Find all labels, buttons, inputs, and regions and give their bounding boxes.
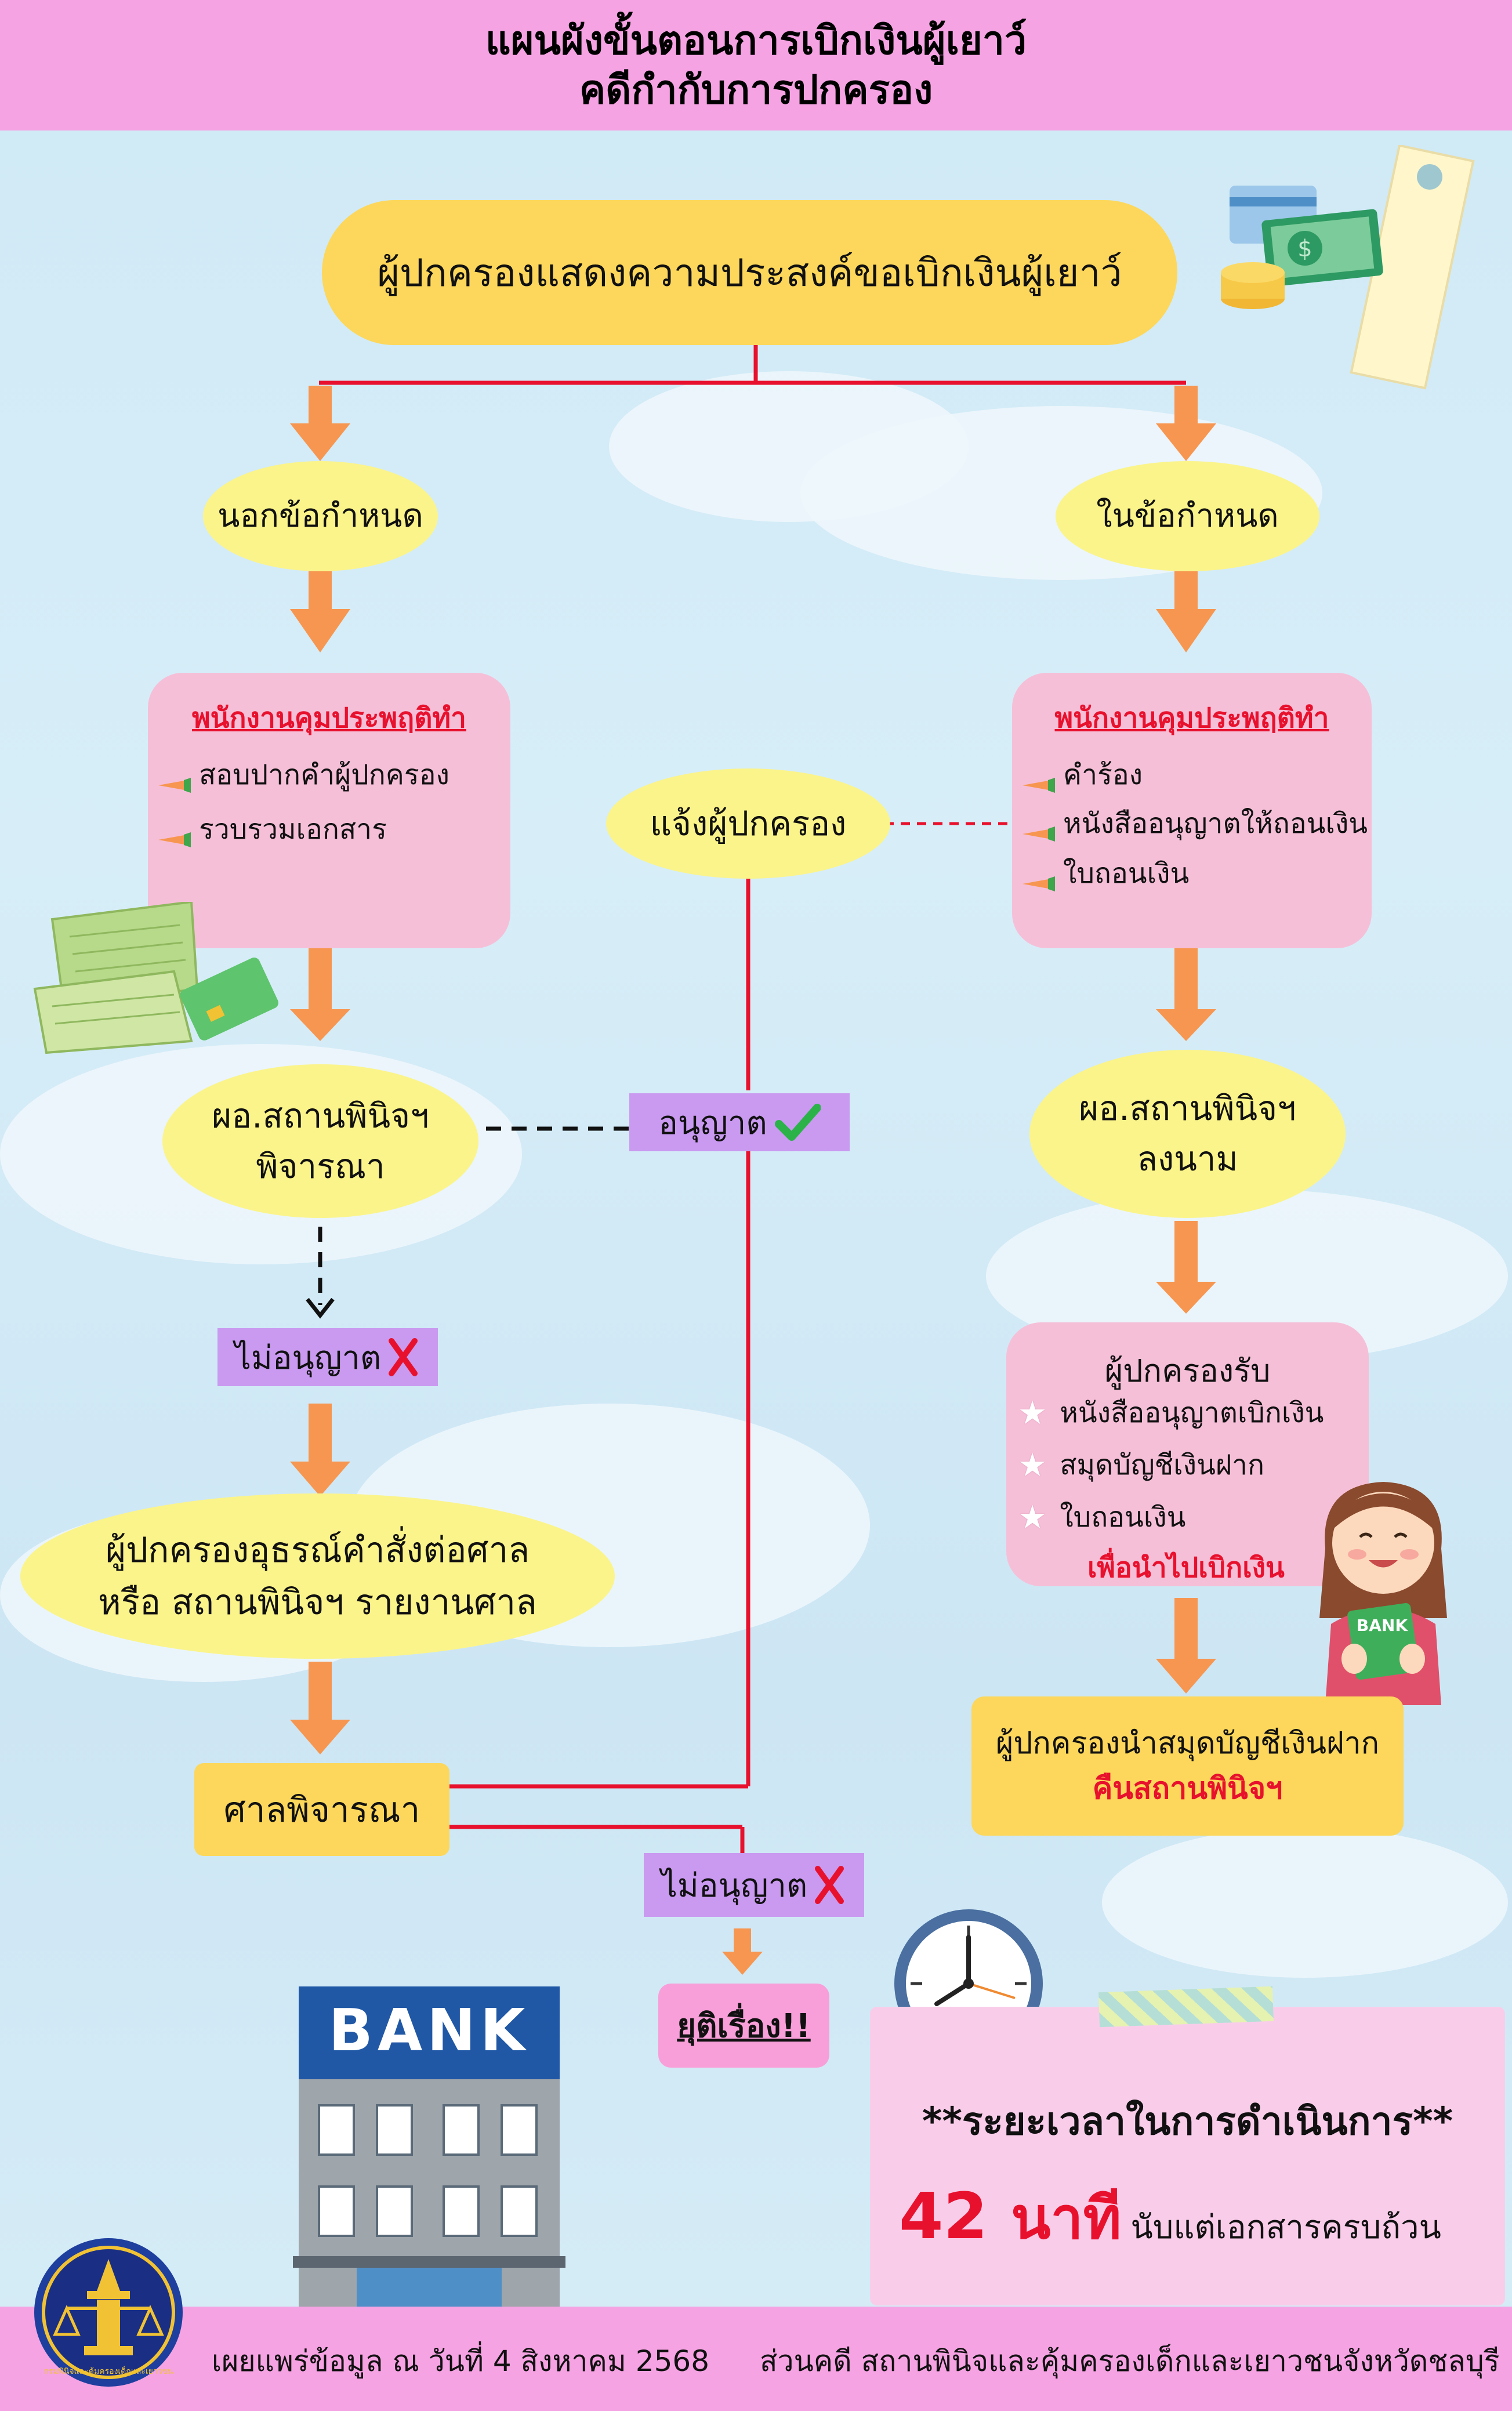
star-icon: ★ [1018, 1394, 1047, 1432]
passbook-illustration [33, 902, 278, 1054]
allowed-tag: อนุญาต [629, 1093, 850, 1151]
return-line2: คืนสถานพินิจฯ [1092, 1771, 1283, 1806]
right-officer-heading: พนักงานคุมประพฤติทำ [1054, 702, 1329, 734]
carrot-icon [1018, 767, 1055, 793]
svg-text:$: $ [1297, 235, 1312, 262]
list-item: ★ สมุดบัญชีเงินฝาก [1018, 1443, 1264, 1487]
petition-node: ผู้ปกครองอุธรณ์คำสั่งต่อศาล หรือ สถานพิน… [20, 1493, 615, 1659]
carrot-icon [154, 822, 191, 847]
list-item-label: ใบถอนเงิน [1060, 1501, 1186, 1533]
start-node: ผู้ปกครองแสดงความประสงค์ขอเบิกเงินผู้เยา… [322, 200, 1177, 345]
receive-note: เพื่อนำไปเบิกเงิน [1087, 1551, 1285, 1584]
court-not-allowed-tag: ไม่อนุญาต [644, 1853, 864, 1917]
list-item: คำร้อง [1018, 753, 1143, 797]
list-item: ใบถอนเงิน [1018, 851, 1189, 895]
page-title: แผนผังขั้นตอนการเบิกเงินผู้เยาว์ [485, 17, 1027, 64]
footer-published: เผยแพร่ข้อมูล ณ วันที่ 4 สิงหาคม 2568 [212, 2344, 710, 2378]
right-director-line2: ลงนาม [1137, 1139, 1238, 1179]
list-item: รวบรวมเอกสาร [154, 807, 387, 851]
list-item: หนังสืออนุญาตให้ถอนเงิน [1018, 802, 1368, 846]
carrot-icon [1018, 816, 1055, 842]
receive-heading: ผู้ปกครองรับ [1104, 1353, 1271, 1389]
timing-suffix: นับแต่เอกสารครบถ้วน [1130, 2209, 1441, 2246]
right-director-line1: ผอ.สถานพินิจฯ [1079, 1089, 1296, 1128]
page-subtitle: คดีกำกับการปกครอง [579, 67, 933, 113]
list-item: ★ ใบถอนเงิน [1018, 1495, 1185, 1539]
orange-arrows [290, 386, 1216, 1975]
list-item-label: หนังสืออนุญาตเบิกเงิน [1060, 1397, 1324, 1429]
check-icon [774, 1104, 821, 1141]
left-director-node: ผอ.สถานพินิจฯ พิจารณา [162, 1064, 478, 1218]
footer-division: ส่วนคดี สถานพินิจและคุ้มครองเด็กและเยาวช… [760, 2344, 1500, 2378]
timing-value: 42 นาที นับแต่เอกสารครบถ้วน [899, 2172, 1441, 2264]
list-item-label: หนังสืออนุญาตให้ถอนเงิน [1063, 807, 1368, 840]
end-node: ยุติเรื่อง!! [658, 1984, 829, 2068]
bank-building-illustration: BANK [293, 1986, 565, 2308]
timing-label: **ระยะเวลาในการดำเนินการ** [922, 2099, 1453, 2144]
cross-icon [389, 1338, 418, 1376]
carrot-icon [154, 767, 191, 793]
left-director-line1: ผอ.สถานพินิจฯ [212, 1096, 429, 1136]
return-passbook-node: ผู้ปกครองนำสมุดบัญชีเงินฝาก คืนสถานพินิจ… [971, 1696, 1404, 1836]
star-icon: ★ [1018, 1446, 1047, 1484]
return-line1: ผู้ปกครองนำสมุดบัญชีเงินฝาก [995, 1726, 1380, 1761]
carrot-icon [1018, 866, 1055, 891]
cross-icon [815, 1866, 844, 1904]
petition-line2: หรือ สถานพินิจฯ รายงานศาล [98, 1582, 537, 1623]
list-item-label: สมุดบัญชีเงินฝาก [1060, 1449, 1265, 1481]
bank-card-label: BANK [1357, 1616, 1408, 1635]
header-banner: แผนผังขั้นตอนการเบิกเงินผู้เยาว์ คดีกำกั… [0, 0, 1512, 130]
left-director-line2: พิจารณา [256, 1146, 385, 1186]
list-item-label: ใบถอนเงิน [1063, 857, 1190, 890]
right-officer-box: พนักงานคุมประพฤติทำ คำร้อง หนังสืออนุญาต… [1012, 673, 1372, 948]
list-item: ★ หนังสืออนุญาตเบิกเงิน [1018, 1391, 1324, 1435]
notify-guardian-node: แจ้งผู้ปกครอง [606, 768, 890, 879]
allowed-label: อนุญาต [658, 1104, 767, 1142]
court-not-allowed-label: ไม่อนุญาต [661, 1866, 808, 1905]
washi-tape [1098, 1986, 1274, 2028]
star-icon: ★ [1018, 1498, 1047, 1536]
list-item-label: รวบรวมเอกสาร [199, 813, 387, 846]
agency-logo: กรมพินิจและคุ้มครองเด็กและเยาวชน [34, 2238, 183, 2387]
timing-box: **ระยะเวลาในการดำเนินการ** 42 นาที นับแต… [870, 1986, 1505, 2305]
list-item: สอบปากคำผู้ปกครอง [154, 753, 449, 797]
branch-within-rules: ในข้อกำหนด [1056, 461, 1319, 571]
girl-bank-illustration: BANK [1319, 1482, 1447, 1705]
court-node: ศาลพิจารณา [194, 1763, 449, 1856]
list-item-label: คำร้อง [1063, 759, 1143, 791]
timing-unit: นาที [1011, 2184, 1122, 2252]
not-allowed-tag: ไม่อนุญาต [217, 1328, 438, 1386]
footer-banner: เผยแพร่ข้อมูล ณ วันที่ 4 สิงหาคม 2568 ส่… [0, 2307, 1512, 2411]
list-item-label: สอบปากคำผู้ปกครอง [199, 759, 449, 791]
money-illustration: $ [1221, 145, 1475, 390]
branch-outside-rules: นอกข้อกำหนด [203, 461, 438, 571]
cloud [1102, 1827, 1508, 1978]
right-director-node: ผอ.สถานพินิจฯ ลงนาม [1029, 1050, 1346, 1218]
not-allowed-label: ไม่อนุญาต [234, 1339, 382, 1377]
bank-sign-text: BANK [329, 1996, 530, 2064]
logo-text: กรมพินิจและคุ้มครองเด็กและเยาวชน [43, 2366, 173, 2376]
left-officer-heading: พนักงานคุมประพฤติทำ [192, 702, 466, 734]
timing-number: 42 [899, 2179, 988, 2253]
petition-line1: ผู้ปกครองอุธรณ์คำสั่งต่อศาล [105, 1529, 530, 1571]
receive-box: ผู้ปกครองรับ ★ หนังสืออนุญาตเบิกเงิน ★ สมุ… [1006, 1322, 1369, 1586]
left-officer-box: พนักงานคุมประพฤติทำ สอบปากคำผู้ปกครอง รว… [148, 673, 510, 948]
